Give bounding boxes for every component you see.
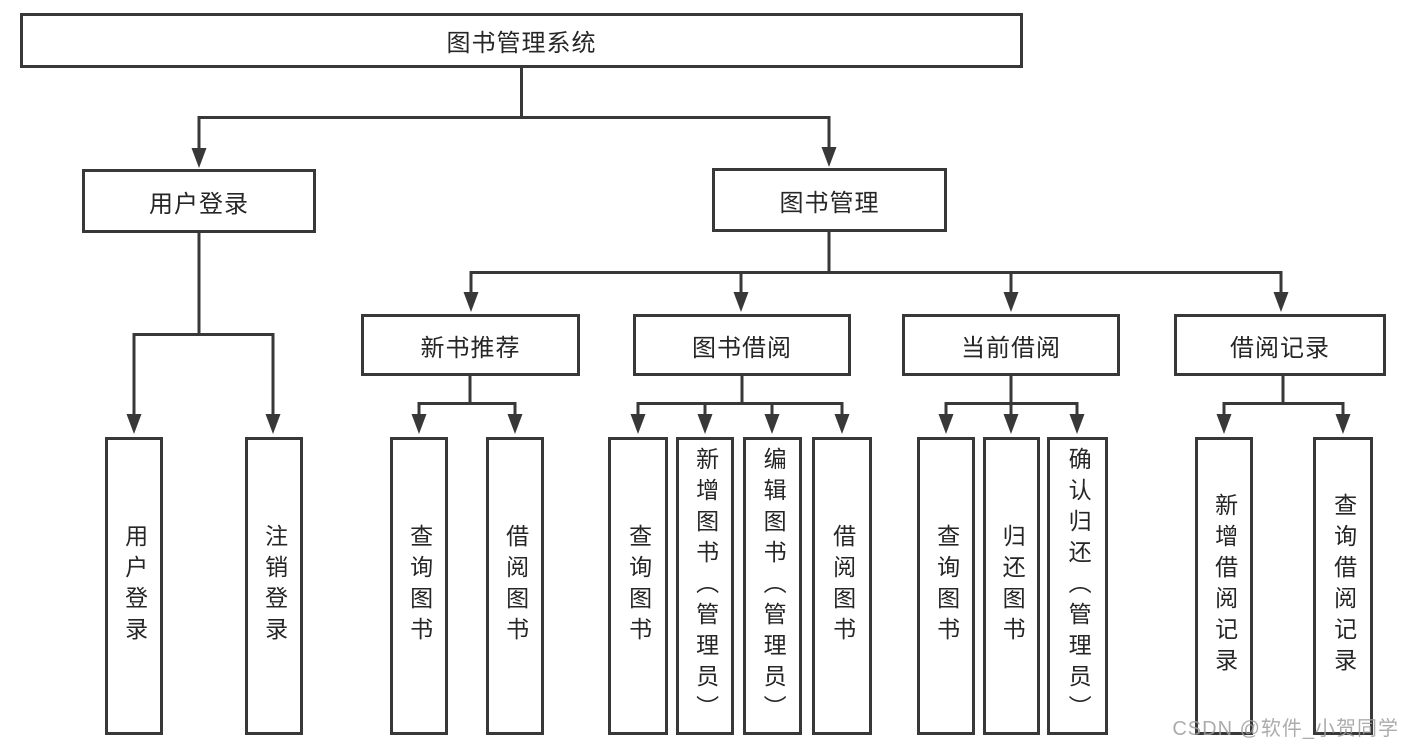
leaf-borrow-books-recommend: 借阅图书 xyxy=(486,437,544,735)
node-current-borrowing: 当前借阅 xyxy=(902,314,1120,376)
connector-paths xyxy=(132,68,1345,417)
leaf-edit-books-admin: 编辑图书（管理员） xyxy=(743,437,802,735)
leaf-return-books: 归还图书 xyxy=(983,437,1040,735)
leaf-query-books-borrowing: 查询图书 xyxy=(608,437,668,735)
leaf-add-borrow-record: 新增借阅记录 xyxy=(1195,437,1253,735)
connector-arrowheads xyxy=(126,147,1351,434)
node-book-borrowing: 图书借阅 xyxy=(633,314,851,376)
node-new-book-recommend: 新书推荐 xyxy=(361,314,580,376)
leaf-query-books-recommend: 查询图书 xyxy=(390,437,448,735)
leaf-query-borrow-record: 查询借阅记录 xyxy=(1313,437,1373,735)
node-book-management: 图书管理 xyxy=(712,168,947,232)
leaf-logout: 注销登录 xyxy=(245,437,303,735)
watermark: CSDN @软件_小贺同学 xyxy=(1172,718,1399,740)
leaf-borrow-books-borrowing: 借阅图书 xyxy=(812,437,872,735)
node-borrowing-records: 借阅记录 xyxy=(1174,314,1386,376)
node-root: 图书管理系统 xyxy=(20,13,1023,68)
node-user-login: 用户登录 xyxy=(82,169,316,233)
leaf-add-books-admin: 新增图书（管理员） xyxy=(676,437,734,735)
leaf-user-login: 用户登录 xyxy=(105,437,163,735)
leaf-confirm-return-admin: 确认归还（管理员） xyxy=(1047,437,1108,735)
leaf-query-books-current: 查询图书 xyxy=(917,437,975,735)
